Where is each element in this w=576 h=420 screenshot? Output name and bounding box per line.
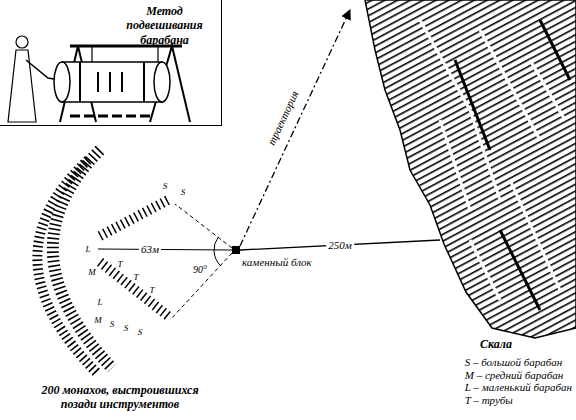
stone-block: каменный блок [232,246,312,268]
stone-label: каменный блок [242,256,312,268]
legend-box: S – большой барабанM – средний барабанL … [465,356,572,406]
instrument-letter: S [138,327,143,337]
instrument-letter: S [163,181,168,191]
legend-text: L – маленький барабан [465,381,572,393]
legend-text: T – трубы [465,394,513,406]
monk-row [37,160,98,374]
drum-rope [92,46,158,62]
angle-arc [214,237,221,266]
instrument-letter: S [124,323,129,333]
drum-hoop [80,62,144,102]
instrument-letter: L [85,244,90,254]
legend-text: M – средний барабан [465,369,563,381]
distance-label: 250м [326,239,354,252]
instrument-letter: M [94,315,102,325]
sight-line [170,204,232,320]
cliff-label: Скала [478,337,514,352]
cliff-crack [420,20,565,300]
inset-title: Метод подвешивания барабана [112,4,217,47]
monk-head [16,36,28,48]
drum-frame [60,46,190,122]
legend-row: L – маленький барабан [465,381,572,394]
inset-frame: Метод подвешивания барабана [0,0,222,126]
cliff-shade [455,20,570,310]
instrument-letter: T [149,285,154,295]
instrument-row [100,262,168,316]
instrument-letter: S [181,187,186,197]
cliff-region: Скала [440,226,572,354]
stone-dot [232,246,240,254]
distance-label: 63м [139,243,161,256]
distance-line [98,249,232,250]
legend-row: T – трубы [465,394,572,407]
instrument-row [100,200,168,236]
angle-label: 90° [193,264,207,276]
drum-head [154,62,170,102]
drum-body [62,62,162,102]
ground-figures [70,115,150,118]
monks-caption: 200 монахов, выстроившихся позади инстру… [33,384,208,412]
cliff-rock [365,0,576,338]
trajectory-label: траектория [265,89,301,147]
instrument-letter: T [117,259,122,269]
monk-robe [8,50,36,122]
trajectory-line [240,10,350,246]
legend-row: S – большой барабан [465,356,572,369]
legend-row: M – средний барабан [465,369,572,382]
drum-head [54,62,70,102]
instrument-letter: M [88,267,96,277]
instrument-letter: T [133,272,138,282]
legend-text: S – большой барабан [465,356,563,368]
instrument-letter: L [97,297,102,307]
instrument-letter: S [110,319,115,329]
